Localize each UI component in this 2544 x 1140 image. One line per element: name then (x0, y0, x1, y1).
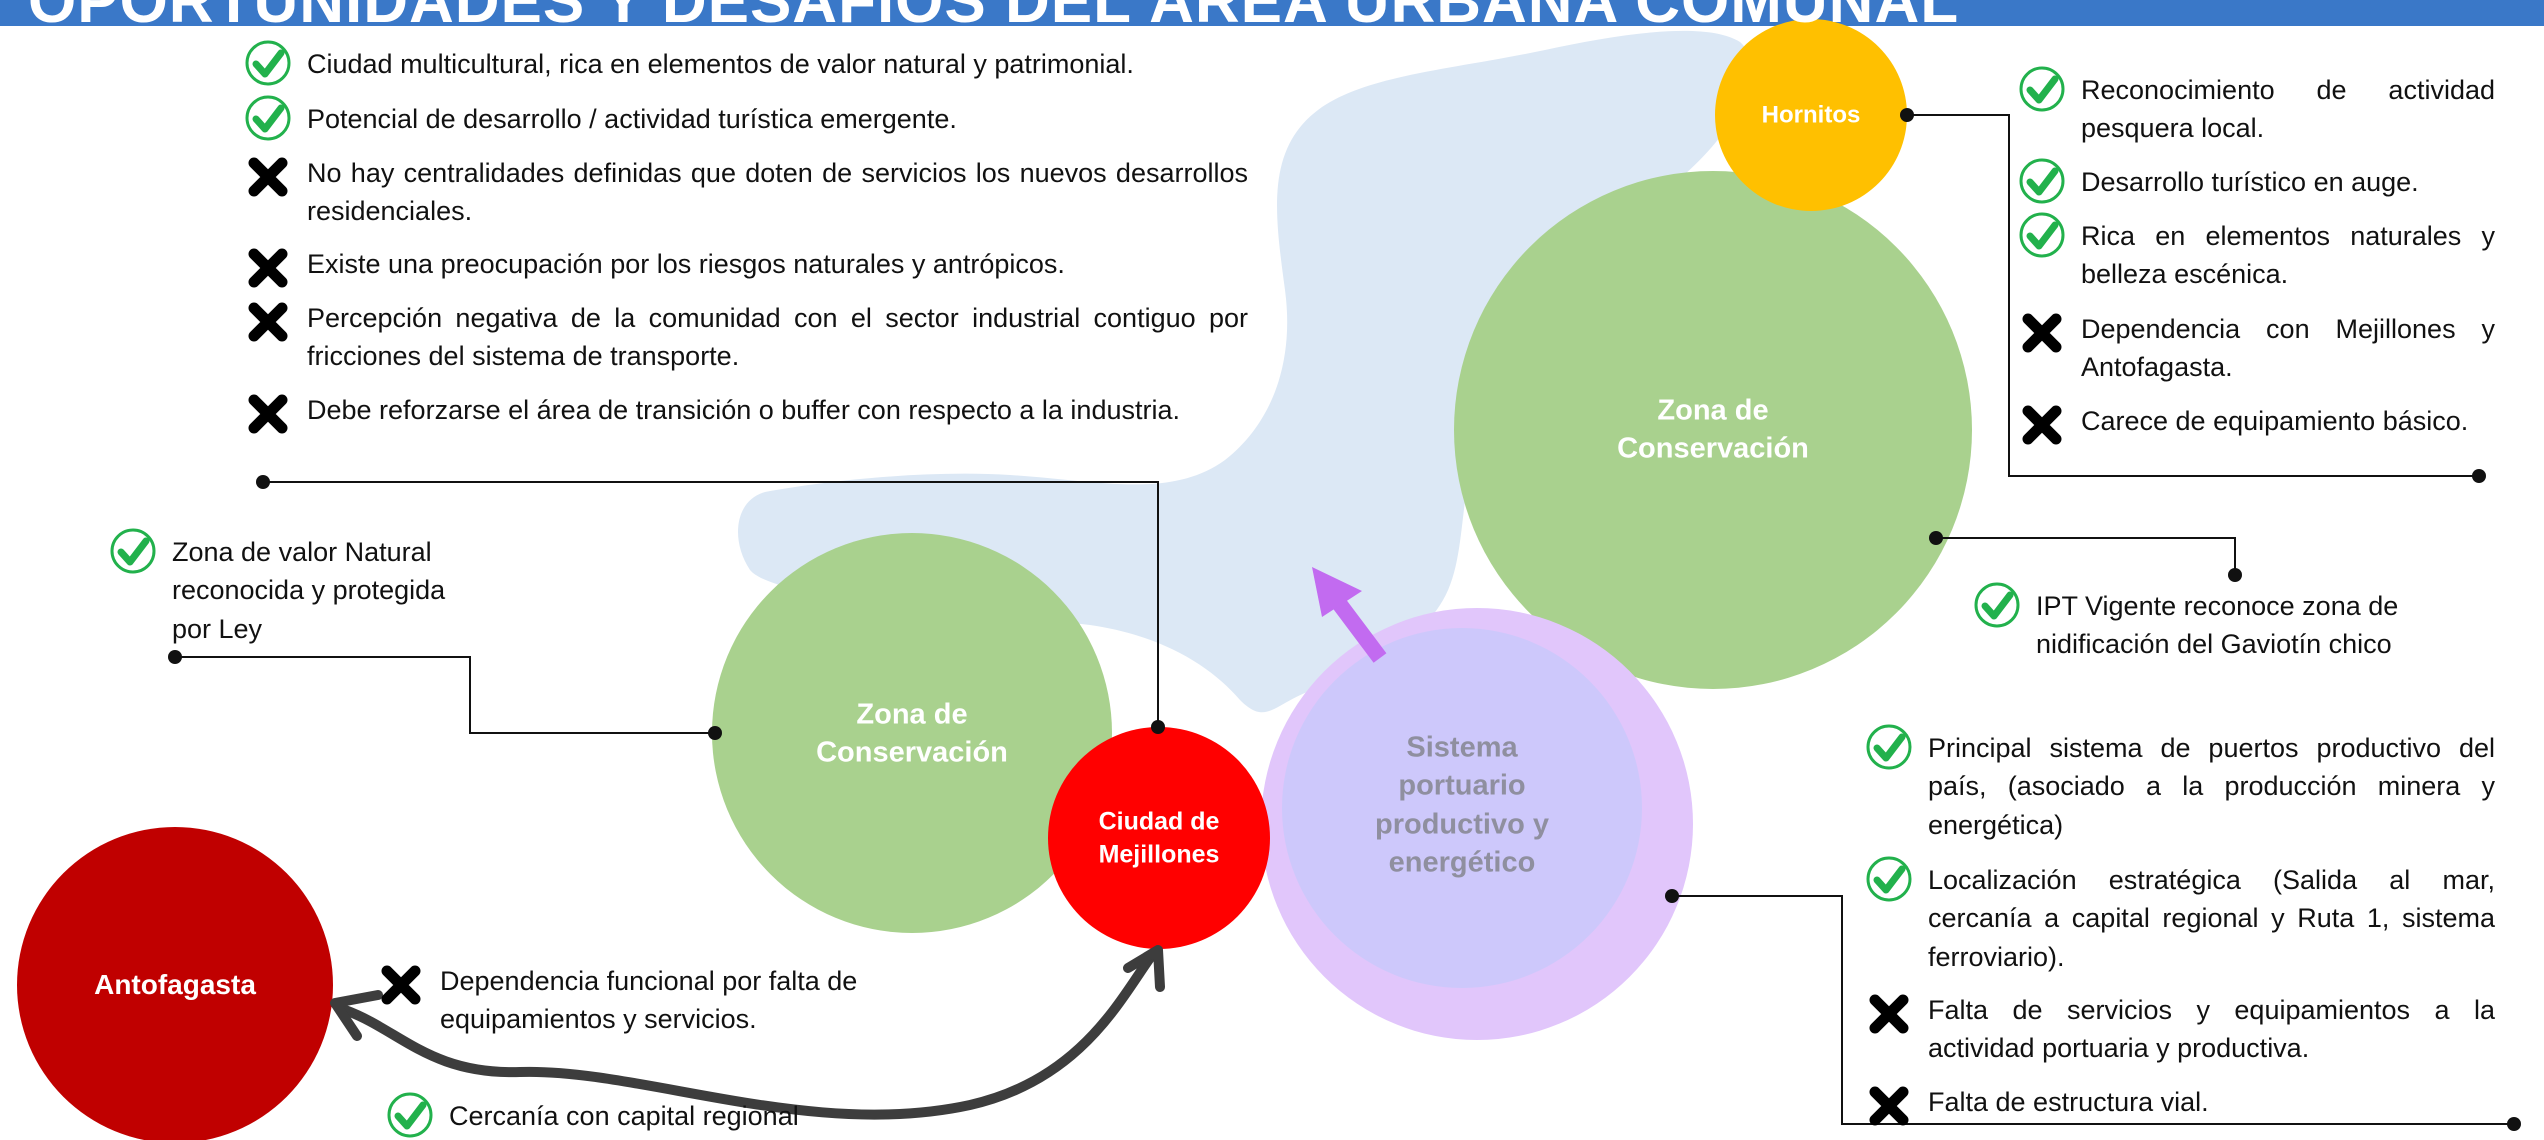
check-icon (108, 526, 158, 576)
sistema-portuario-inner-circle (1282, 628, 1642, 988)
hornitos-item-text: Rica en elementos naturales y belleza es… (2081, 221, 2495, 290)
cross-icon (376, 960, 426, 1010)
cross-icon (243, 243, 293, 293)
mejillones-item-5: Percepción negativa de la comunidad con … (243, 299, 1248, 376)
portuario-item-3: Falta de servicios y equipamientos a la … (1864, 991, 2495, 1068)
connector-portuario (1672, 895, 2514, 1125)
hornitos-item-text: Desarrollo turístico en auge. (2081, 167, 2419, 197)
ciudad-mejillones-circle (1048, 727, 1270, 949)
connector-conservacion-sur (175, 656, 715, 734)
relation-arrow (330, 945, 1165, 1120)
antofagasta-circle (17, 827, 333, 1140)
portuario-item-text: Falta de estructura vial. (1928, 1087, 2209, 1117)
mejillones-item-6: Debe reforzarse el área de transición o … (243, 391, 1248, 439)
mejillones-item-4: Existe una preocupación por los riesgos … (243, 245, 1248, 293)
connector-conservacion-norte (1936, 537, 2236, 575)
check-icon (243, 38, 293, 88)
check-icon (1864, 722, 1914, 772)
portuario-item-2: Localización estratégica (Salida al mar,… (1864, 856, 2495, 976)
connector-lines (175, 114, 2514, 1125)
conservacion-sur-item-1: Zona de valor Natural reconocida y prote… (108, 528, 488, 648)
portuario-item-text: Principal sistema de puertos productivo … (1928, 733, 2495, 840)
mejillones-item-3: No hay centralidades definidas que doten… (243, 154, 1248, 231)
header-bar (0, 0, 2544, 26)
mejillones-item-text: Potencial de desarrollo / actividad turí… (307, 104, 957, 134)
bay-area (738, 30, 1750, 713)
cross-icon (243, 297, 293, 347)
portuario-item-text: Localización estratégica (Salida al mar,… (1928, 865, 2495, 972)
check-icon (1864, 854, 1914, 904)
direction-arrow (1312, 567, 1387, 663)
portuario-item-text: Falta de servicios y equipamientos a la … (1928, 995, 2495, 1064)
check-icon (243, 93, 293, 143)
hornitos-item-1: Reconocimiento de actividad pesquera loc… (2017, 66, 2495, 148)
portuario-item-4: Falta de estructura vial. (1864, 1083, 2495, 1131)
cross-icon (2017, 400, 2067, 450)
cross-icon (243, 152, 293, 202)
connector-hornitos (1907, 114, 2479, 477)
conservacion-sur-item-text: Zona de valor Natural reconocida y prote… (172, 537, 446, 644)
antofagasta-item-1: Dependencia funcional por falta de equip… (376, 962, 866, 1039)
antofagasta-item-2: Cercanía con capital regional (385, 1092, 885, 1140)
mejillones-item-text: Ciudad multicultural, rica en elementos … (307, 49, 1134, 79)
cross-icon (243, 389, 293, 439)
connector-dots (168, 108, 2521, 1131)
hornitos-item-3: Rica en elementos naturales y belleza es… (2017, 212, 2495, 294)
hornitos-item-text: Reconocimiento de actividad pesquera loc… (2081, 75, 2495, 144)
portuario-item-1: Principal sistema de puertos productivo … (1864, 724, 2495, 844)
hornitos-circle (1715, 19, 1907, 211)
check-icon (385, 1090, 435, 1140)
conservacion-norte-item-1: IPT Vigente reconoce zona de nidificació… (1972, 582, 2472, 664)
cross-icon (1864, 989, 1914, 1039)
zona-conservacion-sur-circle (712, 533, 1112, 933)
mejillones-item-text: Debe reforzarse el área de transición o … (307, 395, 1180, 425)
hornitos-item-4: Dependencia con Mejillones y Antofagasta… (2017, 310, 2495, 387)
cross-icon (1864, 1081, 1914, 1131)
hornitos-item-text: Dependencia con Mejillones y Antofagasta… (2081, 314, 2495, 383)
hornitos-item-text: Carece de equipamiento básico. (2081, 406, 2469, 436)
page-title: OPORTUNIDADES Y DESAFIOS DEL ÁREA URBANA… (28, 0, 1960, 36)
conservacion-norte-item-text: IPT Vigente reconoce zona de nidificació… (2036, 591, 2399, 660)
check-icon (2017, 210, 2067, 260)
mejillones-item-1: Ciudad multicultural, rica en elementos … (243, 40, 1248, 88)
mejillones-item-text: No hay centralidades definidas que doten… (307, 158, 1248, 227)
hornitos-label: Hornitos (1761, 101, 1861, 129)
cross-icon (2017, 308, 2067, 358)
antofagasta-item-text: Dependencia funcional por falta de equip… (440, 966, 858, 1035)
mejillones-item-text: Existe una preocupación por los riesgos … (307, 249, 1065, 279)
hornitos-item-2: Desarrollo turístico en auge. (2017, 158, 2495, 206)
mejillones-item-text: Percepción negativa de la comunidad con … (307, 303, 1248, 372)
hornitos-item-5: Carece de equipamiento básico. (2017, 402, 2495, 450)
check-icon (2017, 64, 2067, 114)
connector-mejillones (263, 481, 1159, 727)
check-icon (1972, 580, 2022, 630)
zona-conservacion-norte-circle (1454, 171, 1972, 689)
check-icon (2017, 156, 2067, 206)
mejillones-item-2: Potencial de desarrollo / actividad turí… (243, 95, 1248, 143)
antofagasta-item-text: Cercanía con capital regional (449, 1101, 799, 1131)
antofagasta-label: Antofagasta (94, 968, 256, 1000)
